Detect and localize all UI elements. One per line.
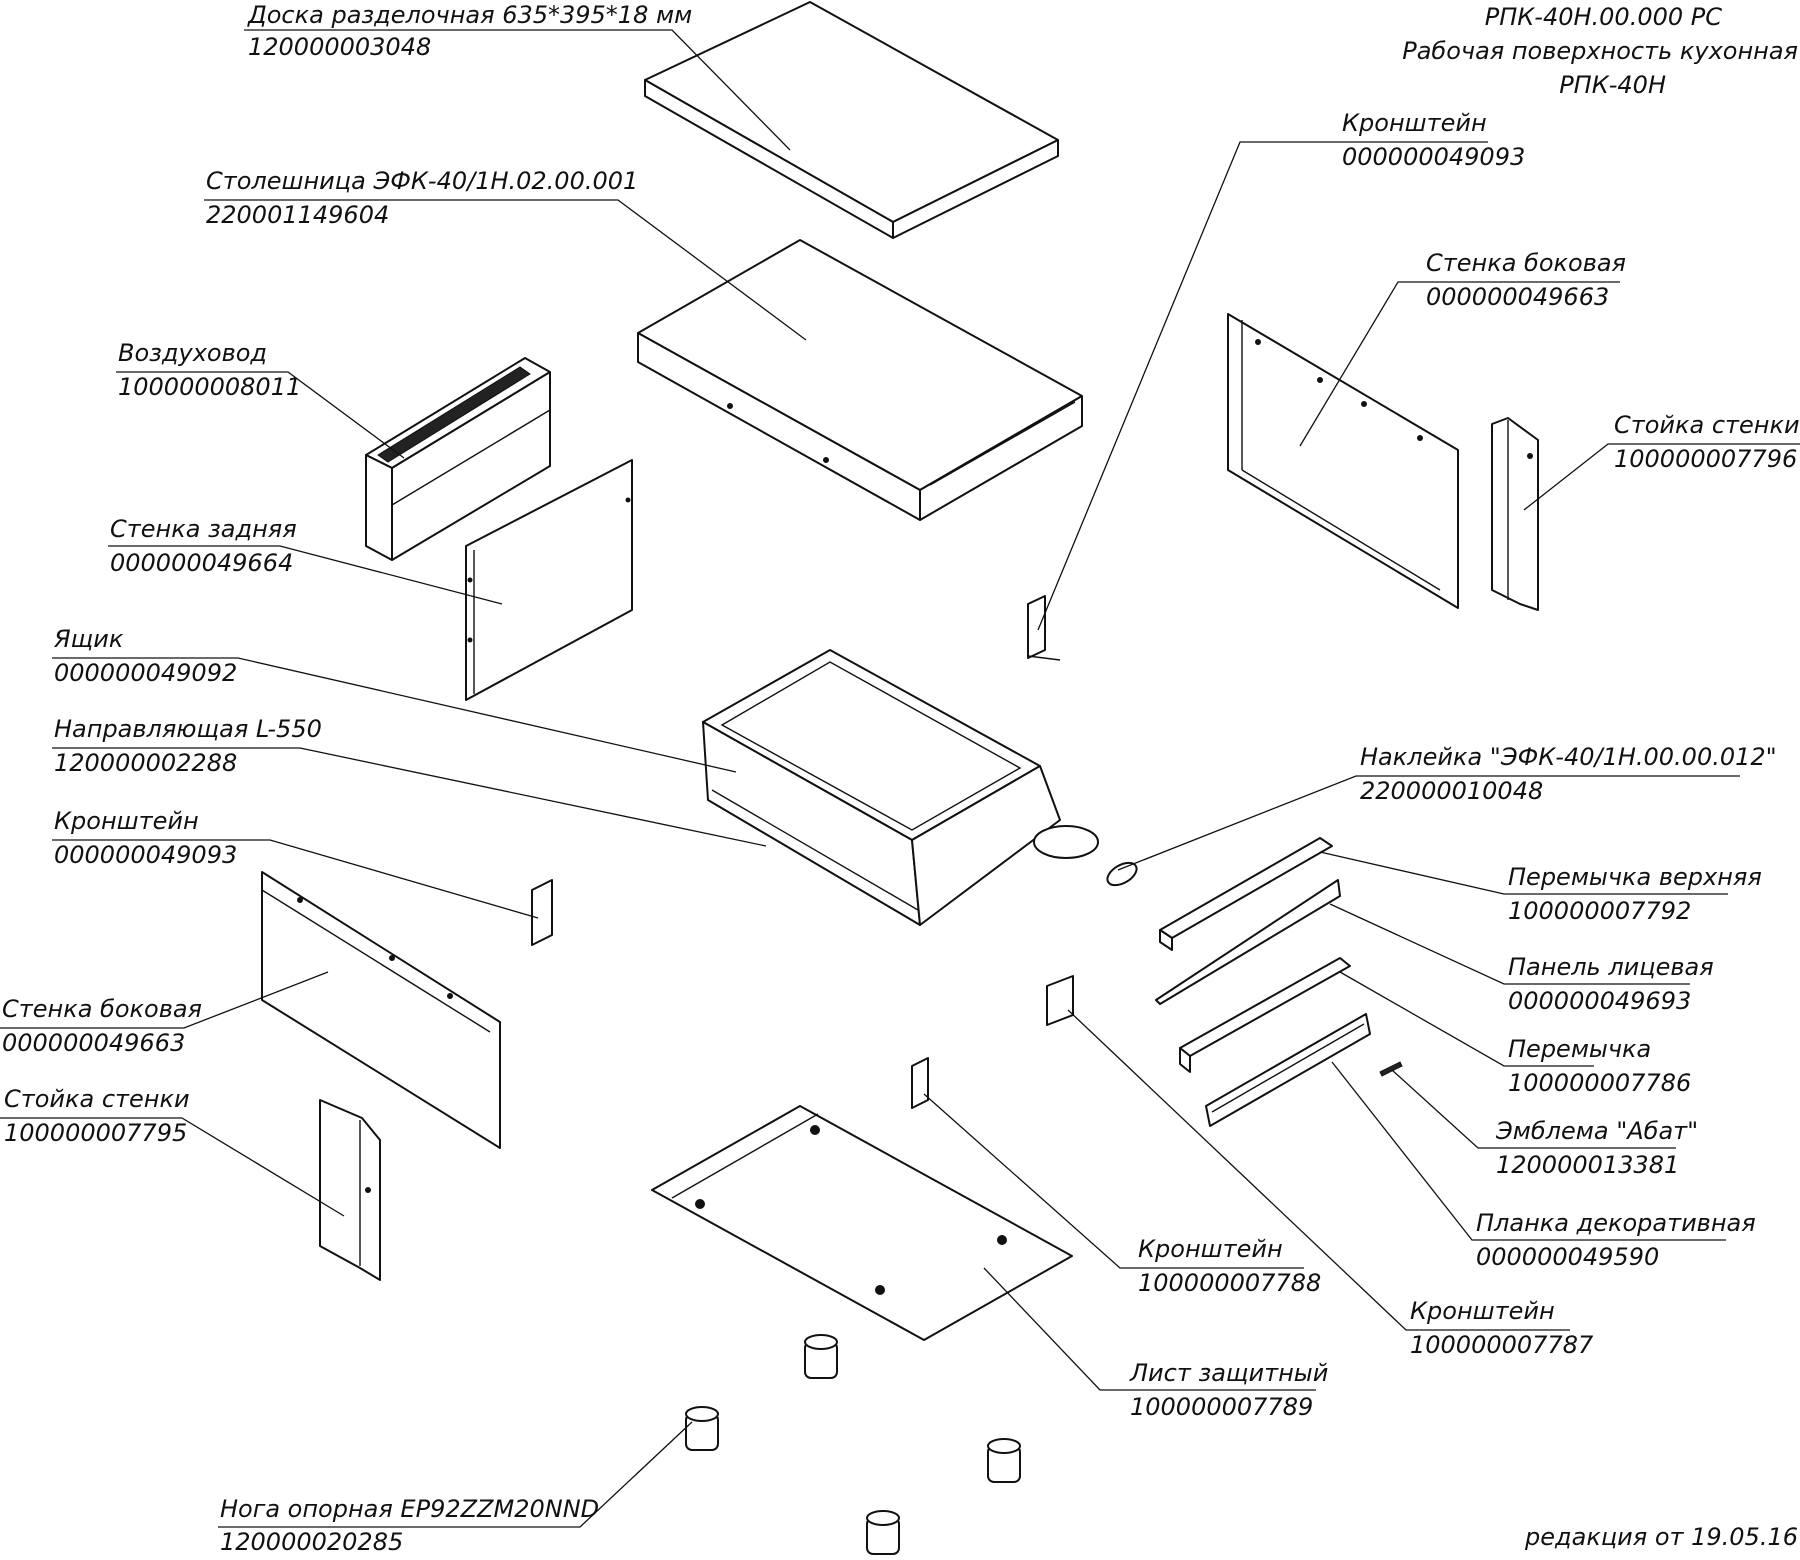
foot-3 (987, 1438, 1021, 1483)
part-label-support-foot: Нога опорная EP92ZZM20NND (220, 1495, 600, 1523)
part-label-protective-sheet: Лист защитный (1130, 1359, 1329, 1387)
part-code-upper-crossbar: 100000007792 (1508, 897, 1692, 925)
part-code-emblem: 120000013381 (1496, 1151, 1680, 1179)
part-label-front-panel: Панель лицевая (1508, 953, 1714, 981)
part-code-crossbar: 100000007786 (1508, 1069, 1692, 1097)
part-code-bracket-mid: 100000007788 (1138, 1269, 1322, 1297)
part-label-guide-rail: Направляющая L-550 (54, 715, 322, 743)
revision-note: редакция от 19.05.16 (1525, 1523, 1798, 1551)
part-label-side-wall-left: Стенка боковая (2, 995, 202, 1023)
part-code-bracket-left: 000000049093 (54, 841, 238, 869)
air-duct (365, 357, 551, 561)
wall-post-right (1491, 417, 1539, 611)
part-code-drawer: 000000049092 (54, 659, 238, 687)
cutting-board (644, 1, 1059, 239)
part-label-tabletop: Столешница ЭФК-40/1Н.02.00.001 (206, 167, 639, 195)
part-code-cutting-board: 120000003048 (248, 33, 432, 61)
emblem (1379, 1061, 1403, 1077)
part-label-sticker: Наклейка "ЭФК-40/1Н.00.00.012" (1360, 743, 1777, 771)
bracket-left (531, 879, 553, 946)
title-line-1: РПК-40Н.00.000 РС (1484, 3, 1722, 31)
bracket-top (1027, 595, 1061, 661)
part-code-support-foot: 120000020285 (220, 1528, 404, 1556)
part-code-sticker: 220000010048 (1360, 777, 1544, 805)
part-code-wall-post-right: 100000007796 (1614, 445, 1798, 473)
foot-4 (866, 1510, 900, 1555)
part-label-bracket-mid: Кронштейн (1138, 1235, 1283, 1263)
bracket-low (911, 1057, 929, 1109)
part-label-side-wall-right: Стенка боковая (1426, 249, 1626, 277)
part-code-bracket-right: 100000007787 (1410, 1331, 1594, 1359)
part-code-side-wall-left: 000000049663 (2, 1029, 186, 1057)
part-label-cutting-board: Доска разделочная 635*395*18 мм (248, 1, 693, 29)
leader-lines (0, 29, 1800, 1528)
front-panel (1155, 879, 1341, 1005)
bracket-mid (1046, 975, 1074, 1026)
part-code-side-wall-right: 000000049663 (1426, 283, 1610, 311)
part-code-bracket-top: 000000049093 (1342, 143, 1526, 171)
part-code-front-panel: 000000049693 (1508, 987, 1692, 1015)
part-label-air-duct: Воздуховод (118, 339, 268, 367)
foot-1 (804, 1334, 838, 1379)
decorative-strip (1205, 1013, 1371, 1127)
part-label-bracket-right: Кронштейн (1410, 1297, 1555, 1325)
side-wall-right (1227, 313, 1459, 609)
part-code-guide-rail: 120000002288 (54, 749, 238, 777)
part-code-rear-wall: 000000049664 (110, 549, 294, 577)
part-label-emblem: Эмблема "Абат" (1496, 1117, 1699, 1145)
sticker (1106, 861, 1138, 887)
foot-2 (685, 1406, 719, 1451)
part-code-wall-post-left: 100000007795 (4, 1119, 188, 1147)
part-label-crossbar: Перемычка (1508, 1035, 1652, 1063)
title-line-2: Рабочая поверхность кухонная (1402, 37, 1798, 65)
part-label-wall-post-left: Стойка стенки (4, 1085, 190, 1113)
part-label-decorative-strip: Планка декоративная (1476, 1209, 1756, 1237)
wall-post-left (319, 1099, 381, 1281)
part-label-bracket-top: Кронштейн (1342, 109, 1487, 137)
part-code-decorative-strip: 000000049590 (1476, 1243, 1660, 1271)
protective-sheet (651, 1105, 1073, 1341)
rear-wall (465, 459, 633, 701)
part-code-protective-sheet: 100000007789 (1130, 1393, 1314, 1421)
part-label-wall-post-right: Стойка стенки (1614, 411, 1800, 439)
side-wall-left (261, 871, 501, 1149)
part-label-rear-wall: Стенка задняя (110, 515, 297, 543)
title-line-3: РПК-40Н (1559, 71, 1666, 99)
upper-crossbar (1159, 837, 1333, 951)
part-label-upper-crossbar: Перемычка верхняя (1508, 863, 1762, 891)
part-label-bracket-left: Кронштейн (54, 807, 199, 835)
crossbar (1179, 957, 1351, 1073)
part-label-drawer: Ящик (54, 625, 124, 653)
tabletop (637, 239, 1083, 521)
part-code-tabletop: 220001149604 (206, 201, 390, 229)
drawer (702, 649, 1099, 926)
part-code-air-duct: 100000008011 (118, 373, 302, 401)
